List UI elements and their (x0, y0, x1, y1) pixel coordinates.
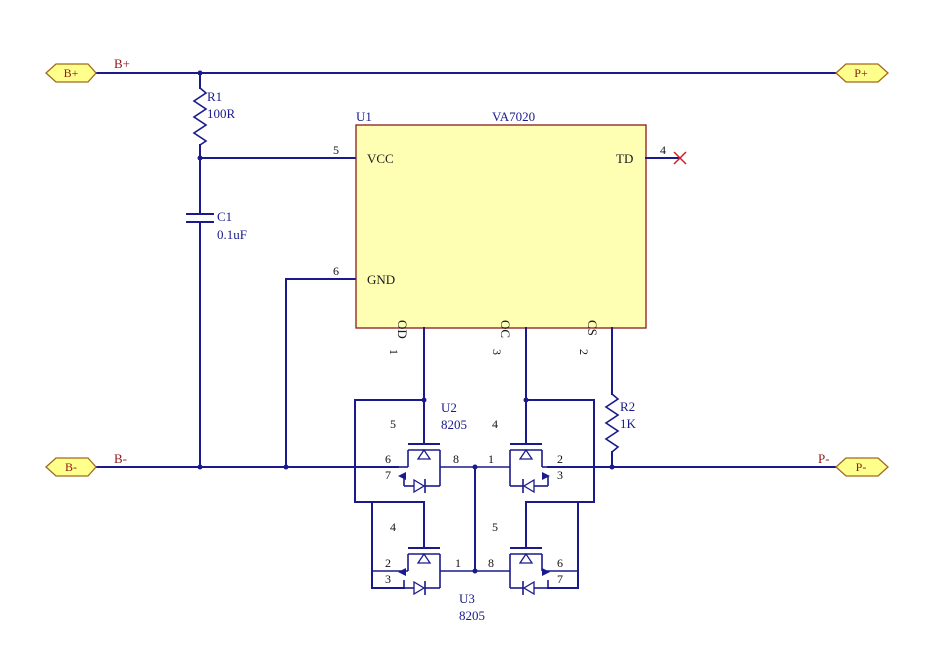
port-p-plus-label: P+ (854, 66, 868, 80)
u1-value: VA7020 (492, 109, 535, 124)
net-label-b-minus: B- (114, 451, 127, 466)
u3-mosfet-left (372, 501, 475, 596)
u2-pin4: 4 (492, 417, 498, 431)
u2-pin1: 1 (488, 452, 494, 466)
u2-mosfet-left (398, 399, 475, 494)
no-connect-x-icon (673, 151, 687, 165)
u3-pin8: 8 (488, 556, 494, 570)
c1-ref: C1 (217, 209, 232, 224)
u1-pin-oc: OC (498, 320, 513, 338)
u3-pin5: 5 (492, 520, 498, 534)
r1-ref: R1 (207, 89, 222, 104)
u3-outline-left (371, 501, 405, 589)
u1-pin-od: OD (395, 320, 410, 339)
u1-pin-cs: CS (585, 320, 600, 336)
junction-dot (283, 464, 289, 470)
u2-outline-left (354, 399, 425, 503)
u3-ref: U3 (459, 591, 475, 606)
junction-dot (197, 464, 203, 470)
u1-pin-gnd: GND (367, 272, 395, 287)
r2-ref: R2 (620, 399, 635, 414)
junction-dot (421, 397, 427, 403)
u1-ic-body (355, 124, 647, 329)
port-p-minus: P- (835, 457, 889, 477)
u2-pin6: 6 (385, 452, 391, 466)
u1-pin2-num: 2 (577, 349, 591, 355)
r2-value: 1K (620, 416, 637, 431)
c1-value: 0.1uF (217, 227, 247, 242)
u1-pin-td: TD (616, 151, 633, 166)
r1-resistor (192, 87, 208, 146)
u3-value: 8205 (459, 608, 485, 623)
u3-pin7: 7 (557, 572, 563, 586)
u1-pin-vcc: VCC (367, 151, 394, 166)
port-p-minus-label: P- (856, 460, 867, 474)
u2-pin3: 3 (557, 468, 563, 482)
port-b-minus-label: B- (65, 460, 77, 474)
net-label-p-minus: P- (818, 451, 830, 466)
r2-resistor (604, 393, 620, 453)
u2-pin5: 5 (390, 417, 396, 431)
port-b-plus-label: B+ (64, 66, 79, 80)
u2-pin2: 2 (557, 452, 563, 466)
u3-pin1: 1 (455, 556, 461, 570)
u1-pin5-num: 5 (333, 143, 339, 157)
u2-pin7: 7 (385, 468, 391, 482)
u1-pin6-num: 6 (333, 264, 339, 278)
u1-ref: U1 (356, 109, 372, 124)
u2-ref: U2 (441, 400, 457, 415)
u1-pin1-num: 1 (387, 349, 401, 355)
u3-pin4: 4 (390, 520, 396, 534)
u1-pin4-num: 4 (660, 143, 666, 157)
u3-outline-right (547, 501, 579, 589)
u2-outline-right (525, 399, 595, 503)
u2-mosfet-right (475, 399, 550, 494)
u2-value: 8205 (441, 417, 467, 432)
gnd-wire (285, 278, 357, 468)
u1-pin3-num: 3 (490, 349, 504, 355)
port-b-plus: B+ (45, 63, 97, 83)
u3-mosfet-right (475, 501, 578, 596)
port-p-plus: P+ (835, 63, 889, 83)
r1-value: 100R (207, 106, 236, 121)
port-b-minus: B- (45, 457, 97, 477)
u3-pin2: 2 (385, 556, 391, 570)
u2-pin8: 8 (453, 452, 459, 466)
u3-pin6: 6 (557, 556, 563, 570)
u3-pin3: 3 (385, 572, 391, 586)
net-label-b-plus: B+ (114, 56, 130, 71)
junction-dot (523, 397, 529, 403)
